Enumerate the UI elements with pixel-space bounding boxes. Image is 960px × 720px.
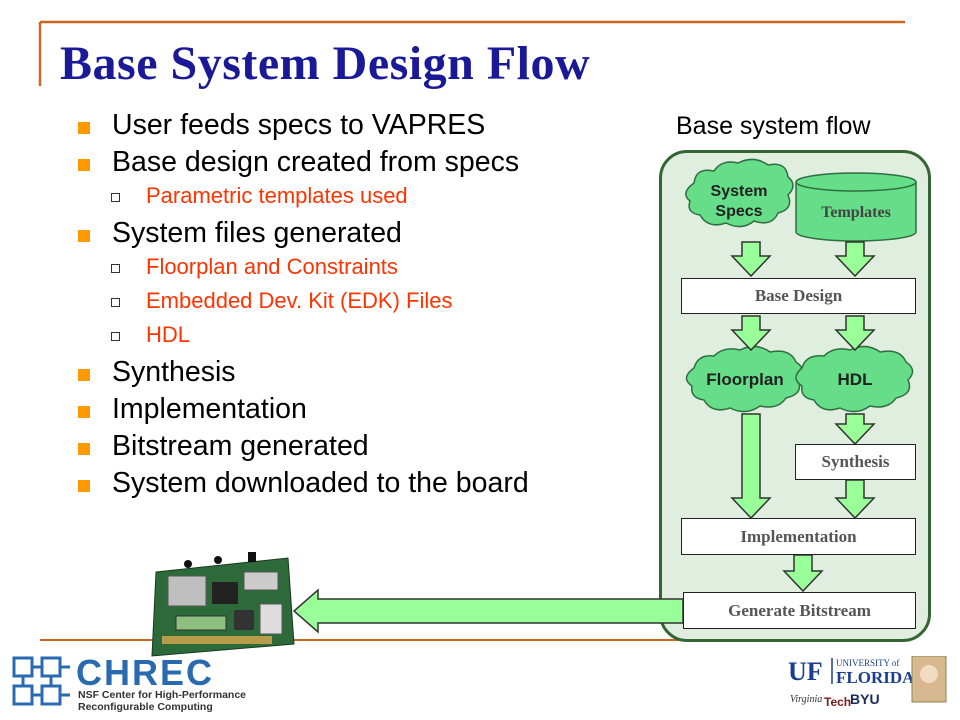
bullet-item: Bitstream generated: [78, 429, 638, 466]
bullet-square-icon: [78, 443, 90, 455]
system-specs-cloud: [685, 158, 794, 228]
hollow-square-icon: [111, 298, 120, 307]
page-title: Base System Design Flow: [60, 37, 591, 90]
hdl-cloud: [795, 345, 914, 413]
bullet-item: User feeds specs to VAPRES: [78, 108, 638, 145]
sub-bullet-item: Embedded Dev. Kit (EDK) Files: [78, 287, 638, 321]
arrow-hdl-to-synthesis: [834, 413, 876, 446]
university-logos: UF UNIVERSITY of FLORIDA Virginia Tech B…: [788, 656, 947, 709]
arrow-base-to-floorplan: [730, 315, 772, 352]
bullet-item: Synthesis: [78, 355, 638, 392]
bullet-list: User feeds specs to VAPRES Base design c…: [78, 108, 638, 503]
bullet-square-icon: [78, 369, 90, 381]
system-specs-label: System Specs: [710, 183, 768, 220]
arrow-to-board: [292, 588, 684, 634]
flow-title: Base system flow: [676, 112, 871, 140]
implementation-box: Implementation: [681, 518, 916, 555]
arrow-floorplan-to-implementation: [730, 413, 772, 520]
hollow-square-icon: [111, 193, 120, 202]
bullet-square-icon: [78, 122, 90, 134]
bullet-item: System downloaded to the board: [78, 466, 638, 503]
templates-label: Templates: [821, 204, 891, 221]
sub-bullet-item: HDL: [78, 321, 638, 355]
sub-bullet-item: Floorplan and Constraints: [78, 253, 638, 287]
synthesis-box: Synthesis: [795, 444, 916, 480]
vt-label: Virginia: [790, 694, 822, 705]
base-design-box: Base Design: [681, 278, 916, 314]
bullet-square-icon: [78, 230, 90, 242]
bullet-square-icon: [78, 406, 90, 418]
vt-mark: Tech: [824, 695, 851, 709]
chrec-wordmark: CHREC: [76, 652, 215, 693]
uf-monogram: UF: [788, 657, 823, 686]
bullet-square-icon: [78, 159, 90, 171]
bullet-item: Base design created from specs: [78, 145, 638, 182]
bullet-item: Implementation: [78, 392, 638, 429]
hollow-square-icon: [111, 264, 120, 273]
fpga-board-image: [151, 552, 295, 657]
chrec-subtitle: NSF Center for High-Performance Reconfig…: [78, 689, 247, 713]
arrow-specs-to-base: [730, 241, 772, 278]
arrow-implementation-to-bitstream: [782, 554, 824, 593]
bullet-square-icon: [78, 480, 90, 492]
templates-cylinder-top: [795, 172, 917, 192]
byu-mark: BYU: [850, 691, 880, 707]
templates-cylinder: [795, 182, 917, 242]
sub-bullet-item: Parametric templates used: [78, 182, 638, 216]
arrow-templates-to-base: [834, 241, 876, 278]
chrec-logo-icon: [12, 656, 70, 706]
hdl-label: HDL: [837, 370, 873, 389]
arrow-synthesis-to-implementation: [834, 479, 876, 520]
bullet-item: System files generated: [78, 216, 638, 253]
uf-line1: UNIVERSITY of: [836, 658, 899, 668]
generate-bitstream-box: Generate Bitstream: [683, 592, 916, 629]
floorplan-label: Floorplan: [706, 370, 784, 389]
hollow-square-icon: [111, 332, 120, 341]
floorplan-cloud: [685, 345, 804, 413]
uf-line2: FLORIDA: [836, 668, 915, 687]
arrow-base-to-hdl: [834, 315, 876, 352]
